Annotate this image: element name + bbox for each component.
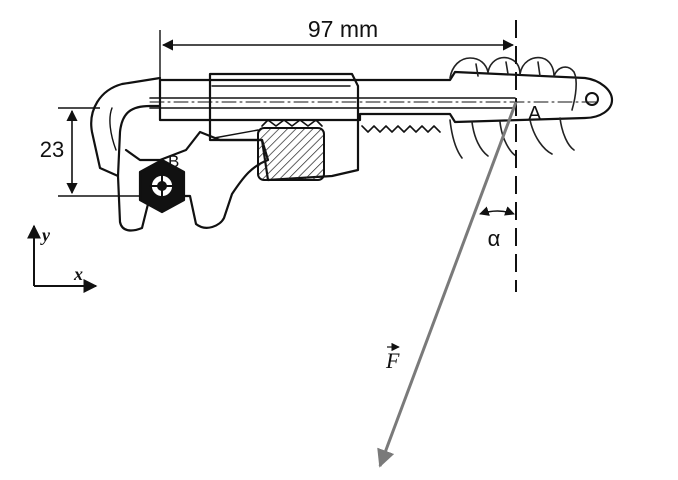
hand-illustration xyxy=(449,56,577,159)
point-b-label: B xyxy=(168,152,179,171)
wrench-handle xyxy=(158,70,614,124)
force-arrow xyxy=(377,101,518,468)
x-axis-label: x xyxy=(73,264,83,284)
force-label: F xyxy=(385,348,400,373)
coordinate-axes xyxy=(27,224,98,293)
height-dimension xyxy=(58,107,140,197)
sliding-body xyxy=(208,72,360,182)
length-dimension xyxy=(159,30,515,82)
sliding-body-inner xyxy=(211,85,351,139)
handle-slot xyxy=(149,97,516,109)
wrench-illustration xyxy=(90,70,614,232)
angle-arc xyxy=(479,206,515,216)
hanging-hole xyxy=(585,92,599,106)
angle-label: α xyxy=(488,226,501,251)
y-axis-label: y xyxy=(40,225,51,245)
adjusting-screw xyxy=(257,127,325,181)
fixed-jaw-inner xyxy=(109,107,117,151)
length-dimension-label: 97 mm xyxy=(308,16,378,42)
point-a-label: A xyxy=(528,103,542,125)
height-dimension-label: 23 xyxy=(40,137,64,162)
fixed-jaw xyxy=(90,76,162,178)
rack-teeth xyxy=(361,125,441,133)
